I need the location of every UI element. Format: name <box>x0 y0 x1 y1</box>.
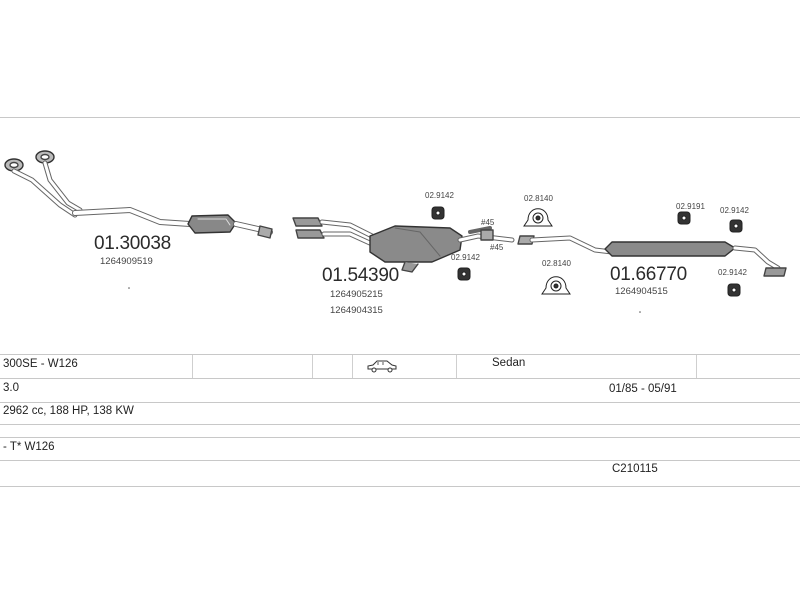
joint-mark-label: #45 <box>490 243 504 252</box>
table-col-divider <box>312 355 313 378</box>
system-code: C210115 <box>612 463 658 475</box>
hanger-icon-4 <box>729 219 743 233</box>
part-number-rear-silencer: 01.66770 <box>610 264 687 285</box>
small-part-label: 02.8140 <box>542 259 571 268</box>
table-top-rule <box>0 354 800 355</box>
small-part-label: 02.9142 <box>451 253 480 262</box>
vehicle-model: 300SE - W126 <box>3 358 78 370</box>
table-row-rule <box>0 424 800 425</box>
vehicle-type: - T* W126 <box>3 441 55 453</box>
small-part-label: 02.9142 <box>425 191 454 200</box>
table-col-divider <box>696 355 697 378</box>
table-col-divider <box>352 355 353 378</box>
table-row-rule <box>0 402 800 403</box>
engine-size: 3.0 <box>3 382 19 394</box>
vehicle-body-type: Sedan <box>492 357 526 369</box>
joint-mark-label: #45 <box>481 218 495 227</box>
hanger-icon-5 <box>727 283 741 297</box>
top-divider <box>0 117 800 118</box>
table-row-rule <box>0 460 800 461</box>
front-pipe-flange-right <box>35 150 55 164</box>
hanger-icon-1 <box>431 206 445 220</box>
small-part-label: 02.9142 <box>720 206 749 215</box>
production-years: 01/85 - 05/91 <box>609 383 677 395</box>
engine-specs: 2962 cc, 188 HP, 138 KW <box>3 405 134 417</box>
clamp-icon-2 <box>541 276 571 295</box>
small-part-label: 02.9142 <box>718 268 747 277</box>
oem-number-front-pipe: 1264909519 <box>100 256 153 267</box>
part-number-middle-silencer: 01.54390 <box>322 265 399 286</box>
table-col-divider <box>456 355 457 378</box>
hanger-icon-3 <box>677 211 691 225</box>
car-icon <box>367 360 397 373</box>
table-row-rule <box>0 378 800 379</box>
oem-number-rear-silencer: 1264904515 <box>615 286 668 297</box>
small-part-label: 02.8140 <box>524 194 553 203</box>
table-col-divider <box>192 355 193 378</box>
oem-number-middle-silencer-1: 1264905215 <box>330 289 383 300</box>
clamp-icon-1 <box>523 208 553 227</box>
table-row-rule <box>0 437 800 438</box>
part-number-front-pipe: 01.30038 <box>94 233 171 254</box>
table-bottom-rule <box>0 486 800 487</box>
hanger-icon-2 <box>457 267 471 281</box>
small-part-label: 02.9191 <box>676 202 705 211</box>
oem-number-middle-silencer-2: 1264904315 <box>330 305 383 316</box>
